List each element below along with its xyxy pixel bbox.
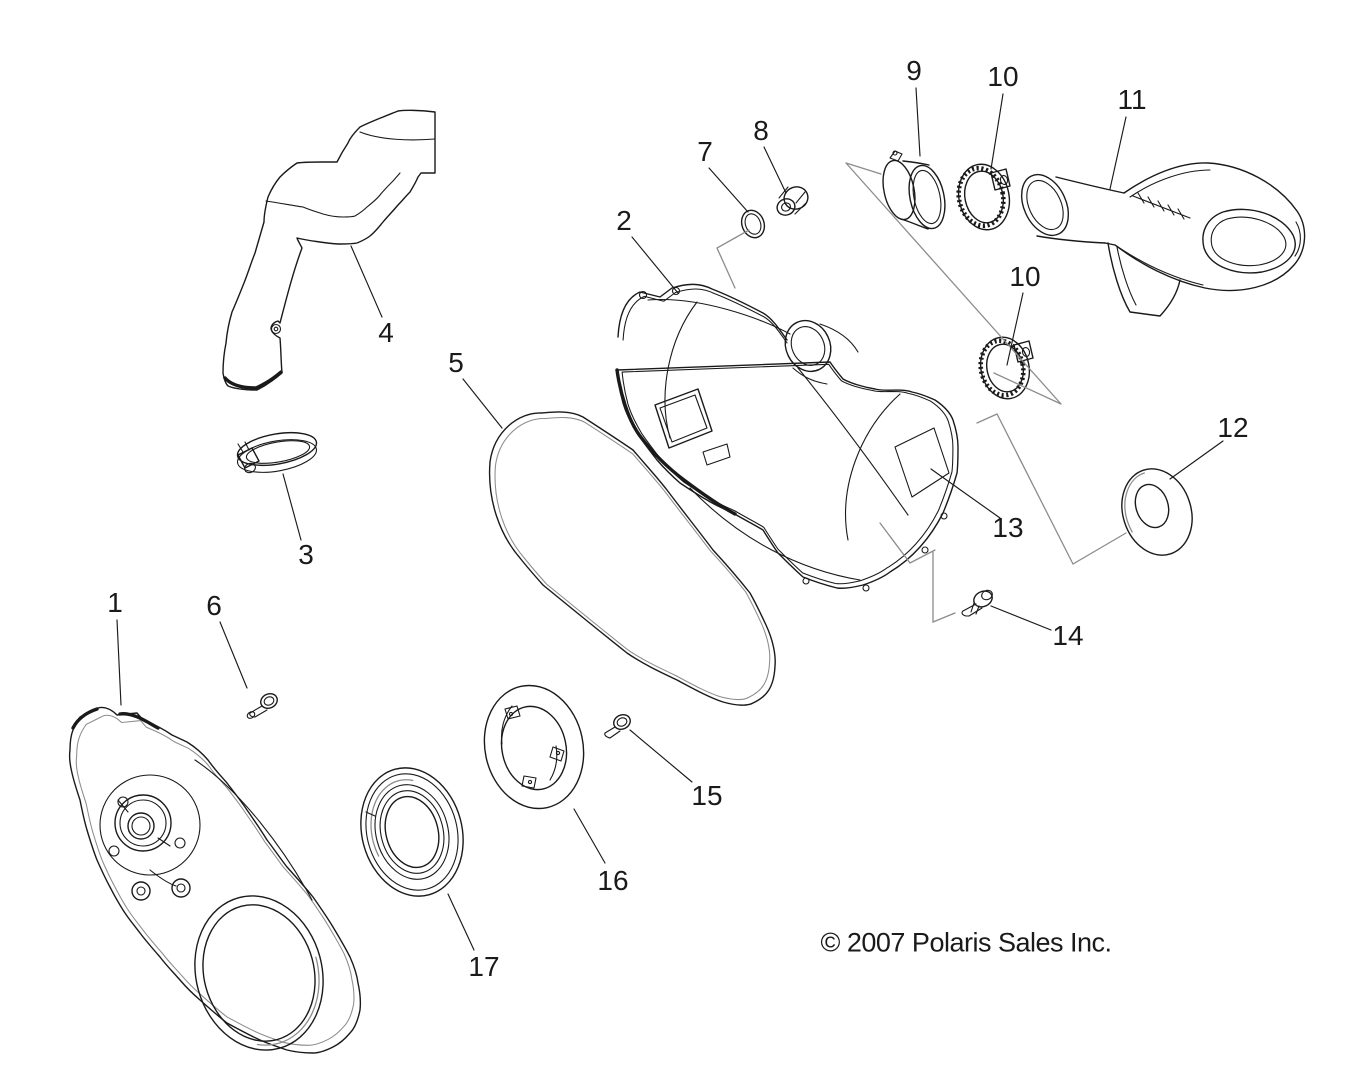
part-3-hose-clamp: [236, 431, 318, 474]
callout-16: 16: [597, 865, 629, 896]
callout-12: 12: [1217, 412, 1249, 443]
part-8-plug: [776, 186, 809, 216]
callout-4: 4: [378, 317, 394, 348]
callout-10-lower: 10: [1009, 261, 1041, 292]
callout-8: 8: [753, 115, 769, 146]
callout-5: 5: [448, 347, 464, 378]
part-4-duct-hose: [222, 109, 436, 391]
part-9-duct-collar: [882, 150, 946, 230]
part-16-plate-ring: [483, 684, 585, 810]
callout-17: 17: [468, 951, 500, 982]
callout-9: 9: [906, 55, 922, 86]
callout-3: 3: [298, 539, 314, 570]
callout-13: 13: [992, 512, 1024, 543]
part-13-cover-pad: [894, 427, 950, 498]
part-17-seal: [360, 767, 464, 897]
part-5-drive-belt: [488, 411, 776, 706]
callout-11: 11: [1117, 84, 1147, 115]
callout-1: 1: [107, 587, 123, 618]
part-7-oring: [740, 209, 766, 239]
part-10-clamp-lower: [978, 336, 1034, 400]
callout-2: 2: [616, 205, 632, 236]
copyright-notice: © 2007 Polaris Sales Inc.: [820, 927, 1112, 958]
part-2-outer-clutch-cover: [615, 283, 959, 592]
callout-leader-lines: [116, 87, 1224, 951]
callout-6: 6: [206, 590, 222, 621]
locator-lines: [716, 162, 1127, 623]
part-10-clamp-upper: [956, 163, 1011, 231]
callout-14: 14: [1052, 620, 1084, 651]
callout-15: 15: [691, 780, 723, 811]
part-6-bolt: [246, 693, 278, 719]
callout-7: 7: [697, 136, 713, 167]
part-15-bolt: [604, 714, 631, 739]
part-14-screw: [961, 589, 993, 617]
part-1-inner-clutch-cover: [68, 706, 362, 1054]
part-12-washer: [1121, 468, 1193, 556]
callout-10-upper: 10: [987, 61, 1019, 92]
part-11-outlet-duct: [1020, 162, 1306, 317]
